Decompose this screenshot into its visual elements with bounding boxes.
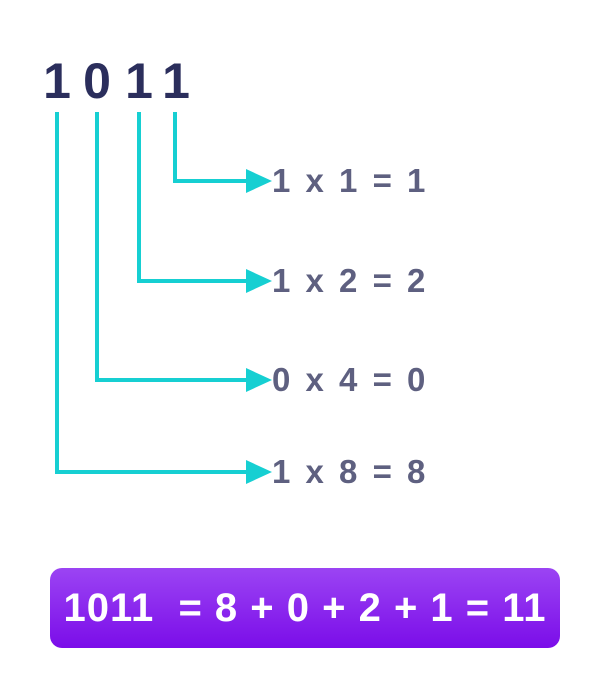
connector-line-8s — [55, 112, 246, 474]
equation-8s-place: 1 x 8 = 8 — [272, 452, 427, 490]
arrowhead-icon — [246, 460, 272, 484]
equation-4s-place: 0 x 4 = 0 — [272, 360, 427, 398]
connector-line-1s — [173, 112, 246, 183]
connector-line-2s — [137, 112, 246, 283]
equation-2s-place: 1 x 2 = 2 — [272, 261, 427, 299]
binary-digit-2s: 1 — [125, 53, 153, 109]
arrowhead-icon — [246, 368, 272, 392]
binary-digit-4s: 0 — [83, 53, 111, 109]
connector-line-4s — [95, 112, 246, 382]
result-equation: 1011 = 8 + 0 + 2 + 1 = 11 — [63, 586, 547, 630]
arrowhead-icon — [246, 269, 272, 293]
result-box: 1011 = 8 + 0 + 2 + 1 = 11 — [50, 568, 560, 648]
arrowhead-icon — [246, 169, 272, 193]
binary-digit-1s: 1 — [162, 53, 190, 109]
binary-digit-8s: 1 — [43, 53, 71, 109]
equation-1s-place: 1 x 1 = 1 — [272, 161, 427, 199]
